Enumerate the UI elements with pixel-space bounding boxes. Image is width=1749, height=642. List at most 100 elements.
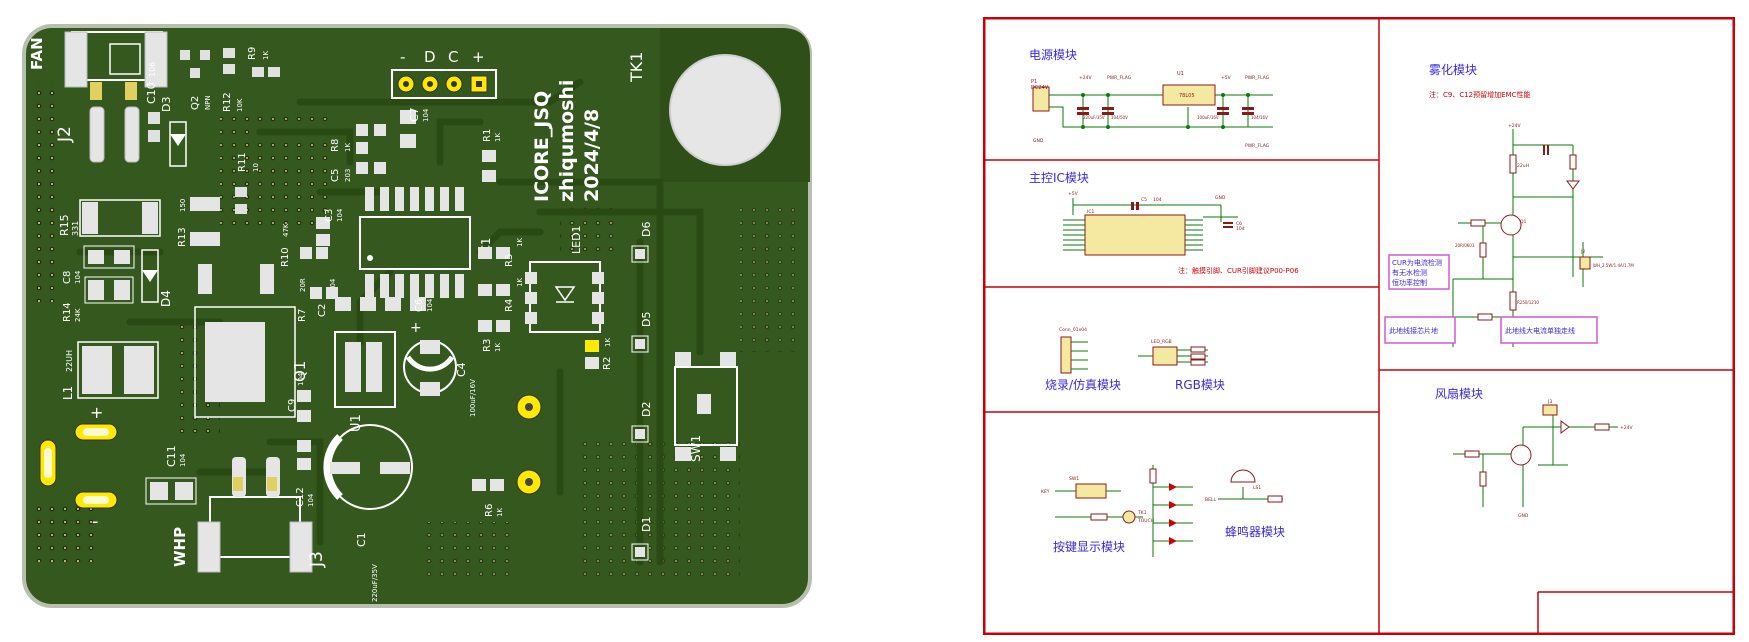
r13-value: 150 [179, 199, 187, 212]
c2-label: C2 [317, 304, 328, 317]
yellow-test-vias [516, 394, 542, 495]
led1-sch-value: LED_RGB [1151, 339, 1172, 345]
r9-value: 1K [262, 51, 270, 60]
c3-value: 104 [336, 208, 344, 222]
section-dividers [985, 19, 1733, 633]
d4-label: D4 [159, 290, 173, 307]
r4-label: R4 [504, 299, 515, 312]
gnd-fan: GND [1518, 513, 1529, 519]
title-mcu: 主控IC模块 [1029, 171, 1089, 185]
c12-value: 104 [307, 493, 315, 507]
r5-value: 1K [516, 238, 524, 247]
v5-label: +5V [1221, 75, 1232, 81]
tk1-sch-label: TK1 [1137, 510, 1147, 516]
l1-label: L1 [61, 386, 75, 400]
atomize-components [1470, 145, 1591, 321]
ic1-sch-label: IC1 [1087, 209, 1094, 215]
title-atomize: 雾化模块 [1429, 63, 1477, 77]
r11-label: R11 [237, 152, 248, 172]
c12-label: C12 [295, 487, 306, 507]
via-field [420, 522, 510, 582]
d6-led [631, 245, 649, 263]
title-key: 按键显示模块 [1053, 540, 1125, 554]
sw1-sch-label: SW1 [1069, 476, 1079, 482]
c2-sch-value: 104/50V [1111, 115, 1128, 120]
power-wires [1049, 94, 1273, 128]
title-power: 电源模块 [1029, 48, 1077, 62]
c9-pad [297, 390, 311, 422]
r12-pad [223, 48, 235, 74]
r4-pad [478, 284, 510, 296]
u1-sch-label: U1 [1177, 71, 1184, 77]
l1-value: 22UH [65, 350, 74, 372]
c3-label: C3 [324, 209, 335, 222]
mcu-note: 注：触摸引脚、CUR引脚建议P00-P06 [1178, 266, 1299, 275]
r6-value: 1K [496, 508, 504, 517]
gnd-power-note: 此地线大电流单独走线 [1505, 326, 1575, 335]
gnd-chip-box [1384, 316, 1456, 344]
l1-inductor [77, 341, 159, 399]
via-field [740, 202, 800, 352]
j2-label: J2 [55, 126, 75, 143]
r7-value: 20R [299, 278, 307, 292]
touch-net: TOUCH [1137, 518, 1154, 524]
p1-label: P1 [1031, 79, 1037, 85]
key-net: KEY [1041, 489, 1050, 495]
ic1-chip [359, 187, 471, 298]
fan-label: FAN [28, 37, 46, 70]
r5-pad [478, 247, 510, 259]
r2-value: 1K [604, 338, 612, 347]
r3-pad [478, 320, 510, 332]
r9-label: R9 [247, 47, 258, 60]
r11-value: 10 [252, 163, 260, 172]
c7-value: 104 [422, 108, 430, 122]
u1-sch-value: 78L05 [1179, 93, 1195, 99]
j3-label: J3 [307, 551, 327, 568]
j2-connector [64, 31, 168, 163]
r10-pad [300, 247, 328, 259]
c7-pad [400, 110, 416, 148]
r14-value: 24K [74, 308, 82, 322]
c11-label: C11 [165, 445, 178, 467]
c11-pad [145, 477, 197, 505]
r13-sch-value: R250/1210 [1517, 300, 1539, 305]
title-fan: 风扇模块 [1435, 386, 1483, 401]
r6-label: R6 [484, 504, 495, 517]
r2-pad [585, 340, 599, 369]
author-name: zhiqumoshi [556, 80, 578, 202]
q1-label: Q1 [291, 361, 309, 382]
gnd-power: GND [1033, 138, 1044, 144]
header-pin-3: C [448, 48, 458, 66]
c4-capacitor [403, 340, 457, 396]
r15-label: R15 [58, 214, 71, 236]
minus-label: - [92, 511, 99, 532]
j1-sch-value: Conn_01x04 [1059, 327, 1087, 333]
bell-net: BELL [1205, 497, 1216, 503]
c9-value: 104 [297, 372, 305, 386]
c6-sch-value: 104 [1236, 226, 1245, 232]
whp-label: WHP [171, 527, 189, 567]
pcb-board: FAN J2 C10 106 D3 Q2 NPN R12 10K R9 1K R… [22, 24, 812, 608]
c3-sch-value: 104/16V [1251, 115, 1268, 120]
ls1-sch-label: LS1 [1253, 485, 1261, 491]
v5-mcu: +5V [1068, 191, 1079, 197]
sw1-switch [674, 352, 738, 461]
r15-value: 331 [71, 221, 80, 236]
c1-capacitor [323, 424, 413, 510]
r8-label: R8 [330, 139, 341, 152]
j2-sch-label: J2 [1580, 249, 1585, 255]
v24-atomize: +24V [1508, 123, 1521, 129]
l1-sch-value: 22uH [1517, 163, 1529, 169]
j3-sch-label: J3 [1547, 399, 1552, 405]
c5-value: 203 [344, 169, 352, 182]
r1-label: R1 [482, 129, 493, 142]
d3-diode [169, 121, 187, 167]
title-rgb: RGB模块 [1175, 378, 1225, 392]
c1-sch-value: 220uF/35V [1083, 115, 1105, 120]
via-field [30, 502, 100, 562]
gnd-mcu: GND [1215, 195, 1226, 201]
r14-pad [84, 276, 134, 304]
d6-label: D6 [640, 222, 653, 237]
power-pads [39, 423, 118, 509]
p1-value: DC24V [1031, 85, 1049, 91]
